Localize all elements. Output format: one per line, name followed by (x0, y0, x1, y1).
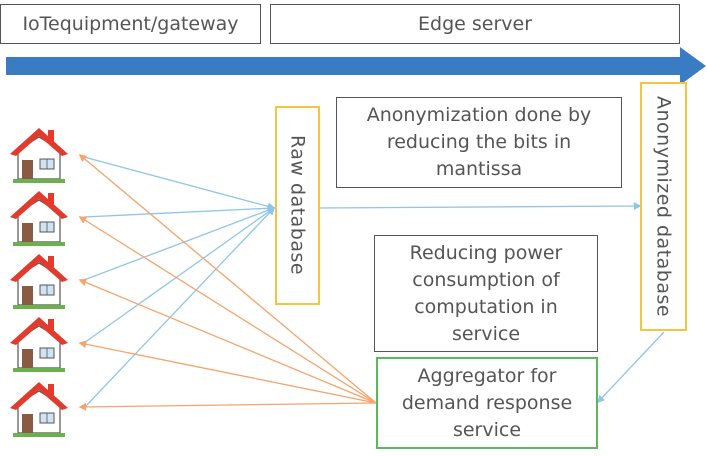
response-arrow-4 (78, 340, 377, 404)
aggregator-box: Aggregator for demand response service (376, 357, 598, 449)
response-arrow-1 (78, 153, 377, 404)
house-icon (10, 317, 68, 372)
iot-equipment-label: IoTequipment/gateway (0, 4, 261, 44)
response-arrow-3 (78, 278, 377, 404)
raw-database-label: Raw database (286, 135, 309, 276)
edge-server-label: Edge server (270, 4, 680, 44)
anonymization-method-box: Anonymization done by reducing the bits … (336, 97, 622, 188)
house-icon (10, 128, 68, 183)
anonymized-to-aggregator-arrow (596, 331, 665, 404)
house-icon (10, 254, 68, 309)
response-arrow-2 (78, 216, 377, 404)
timeline-arrow (6, 47, 706, 85)
raw-to-anonymized-arrow (319, 202, 642, 210)
raw-database: Raw database (275, 106, 320, 305)
upload-arrow-5 (83, 206, 276, 409)
response-arrows (78, 153, 377, 411)
power-reduction-box: Reducing power consumption of computatio… (374, 235, 598, 352)
house-icon (10, 382, 68, 437)
upload-arrow-2 (83, 204, 276, 218)
response-arrow-5 (78, 402, 377, 411)
upload-arrow-4 (83, 207, 276, 344)
upload-arrows (83, 156, 665, 409)
anonymized-database-label: Anonymized database (652, 95, 675, 318)
upload-arrow-1 (83, 156, 276, 211)
house-icon (10, 191, 68, 246)
anonymized-database: Anonymized database (640, 82, 687, 331)
upload-arrow-3 (83, 206, 276, 281)
